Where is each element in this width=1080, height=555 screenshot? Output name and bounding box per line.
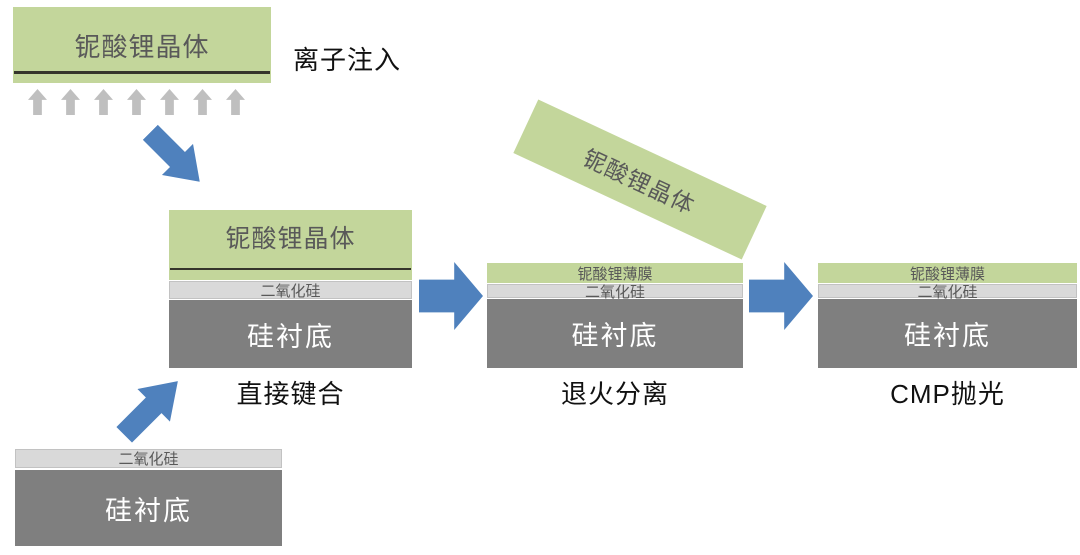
bond-oxide-label: 二氧化硅 [260,282,321,300]
implant-crystal-label: 铌酸锂晶体 [74,31,210,62]
cmp-step-label: CMP抛光 [890,379,1005,409]
ion-up-arrow-icon [193,89,212,115]
bond-substrate-layer: 硅衬底 [169,300,412,368]
anneal-detached-crystal-label: 铌酸锂晶体 [579,144,700,219]
bond-crystal-block: 铌酸锂晶体 [169,210,412,280]
anneal-film-layer: 铌酸锂薄膜 [487,263,743,283]
cmp-oxide-label: 二氧化硅 [917,283,978,301]
cmp-film-label: 铌酸锂薄膜 [909,265,985,283]
arrow-right-icon [749,262,813,330]
bond-substrate-label: 硅衬底 [247,321,334,352]
cmp-substrate-label: 硅衬底 [904,321,991,351]
anneal-oxide-label: 二氧化硅 [584,283,645,301]
anneal-film-label: 铌酸锂薄膜 [577,265,653,283]
ion-up-arrow-icon [160,89,179,115]
ion-up-arrow-icon [61,89,80,115]
carrier-substrate-label: 硅衬底 [105,495,192,526]
carrier-oxide-layer: 二氧化硅 [15,449,282,468]
ion-up-arrow-icon [28,89,47,115]
arrow-right-icon [419,262,483,330]
carrier-oxide-label: 二氧化硅 [118,451,179,468]
anneal-step-label: 退火分离 [560,379,669,409]
bond-implant-damage-line [170,268,411,270]
bond-oxide-layer: 二氧化硅 [169,281,412,300]
cmp-film-layer: 铌酸锂薄膜 [818,263,1077,283]
anneal-detached-crystal-block: 铌酸锂晶体 [513,99,767,260]
arrow-down-right-icon [135,117,216,198]
cmp-substrate-layer: 硅衬底 [818,299,1077,368]
anneal-substrate-layer: 硅衬底 [487,299,743,368]
anneal-substrate-label: 硅衬底 [571,321,659,351]
carrier-substrate-layer: 硅衬底 [15,470,282,546]
anneal-oxide-layer: 二氧化硅 [487,284,743,301]
ion-up-arrow-icon [226,89,245,115]
ion-up-arrow-icon [127,89,146,115]
bond-step-label: 直接键合 [236,379,345,409]
implant-step-label: 离子注入 [293,45,402,75]
bond-crystal-label: 铌酸锂晶体 [225,225,356,253]
implant-damage-line [14,71,270,74]
cmp-oxide-layer: 二氧化硅 [818,284,1077,301]
implant-crystal-block: 铌酸锂晶体 [13,7,271,83]
ion-up-arrow-icon [94,89,113,115]
